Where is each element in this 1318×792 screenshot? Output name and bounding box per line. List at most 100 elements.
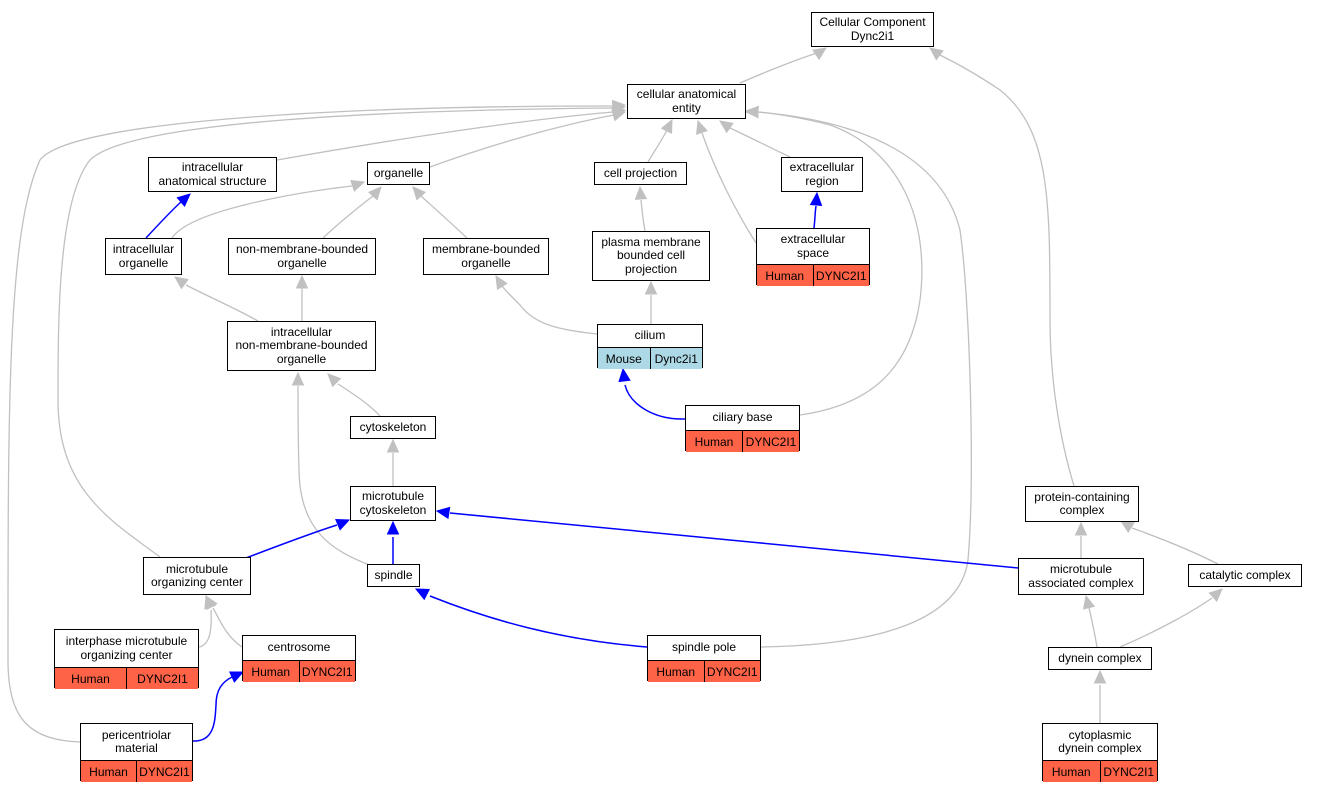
arrowhead-icon [809, 191, 823, 206]
node-spindle[interactable]: spindle [367, 564, 420, 587]
edge-mbo-to-organelle [412, 186, 468, 239]
node-imtoc[interactable]: interphase microtubule organizing center… [54, 629, 199, 689]
edge-icorg-to-organelle [171, 179, 366, 239]
node-icorg[interactable]: intracellular organelle [105, 238, 182, 275]
edge-cellproj-to-cae [647, 118, 673, 163]
node-dynein[interactable]: dynein complex [1048, 647, 1152, 670]
arrowhead-icon [660, 118, 673, 134]
node-pcc[interactable]: protein-containing complex [1025, 486, 1139, 522]
node-ecregion[interactable]: extracellular region [781, 157, 863, 192]
arrowhead-icon [414, 588, 430, 601]
node-label: microtubule organizing center [150, 561, 244, 589]
node-label: cytoskeleton [359, 419, 427, 434]
node-label: dynein complex [1058, 650, 1142, 665]
arrowhead-icon [744, 105, 759, 119]
arrowhead-icon [174, 276, 189, 290]
node-label: pericentriolar material [101, 727, 172, 755]
gene-cell: DYNC2I1 [298, 661, 356, 682]
arrowhead-icon [335, 519, 351, 531]
node-organelle[interactable]: organelle [367, 162, 430, 185]
node-label: spindle [374, 567, 413, 582]
arrowhead-icon [634, 185, 648, 200]
edge-organelle-to-cae [429, 109, 627, 168]
node-label: Cellular Component Dync2i1 [819, 15, 926, 43]
annotation-row: Human DYNC2I1 [648, 660, 760, 682]
node-label: intracellular anatomical structure [158, 160, 267, 188]
node-label: ciliary base [712, 410, 773, 425]
node-label: microtubule associated complex [1028, 562, 1134, 590]
edge-centrosome-to-mtoc [205, 594, 243, 648]
node-mac[interactable]: microtubule associated complex [1018, 558, 1144, 595]
arrowhead-icon [295, 274, 309, 289]
node-cae[interactable]: cellular anatomical entity [627, 84, 746, 119]
node-mbo[interactable]: membrane-bounded organelle [423, 238, 549, 275]
edge-mtcyto-to-cytoskeleton [386, 438, 400, 486]
node-label: cell projection [603, 165, 678, 180]
node-label: membrane-bounded organelle [431, 242, 541, 270]
species-cell: Human [71, 671, 110, 686]
gene-cell: DYNC2I1 [703, 661, 761, 682]
edge-icnmbo-to-icorg [174, 276, 259, 322]
node-label: spindle pole [671, 640, 737, 655]
edge-ecspace-to-ecregion [809, 191, 823, 229]
node-label: plasma membrane bounded cell projection [601, 234, 701, 276]
gene-cell: DYNC2I1 [812, 265, 870, 286]
edge-cilium-to-pmbcp [644, 280, 658, 324]
edge-ecregion-to-cae [719, 120, 791, 158]
edge-nmbo-to-organelle [322, 186, 382, 239]
node-mtcyto[interactable]: microtubule cytoskeleton [350, 486, 436, 521]
arrowhead-icon [386, 520, 400, 535]
annotation-row: Human DYNC2I1 [243, 660, 355, 682]
arrowhead-icon [1208, 588, 1223, 603]
edge-cae-to-cc [739, 47, 827, 84]
arrowhead-icon [644, 280, 658, 295]
node-pmbcp[interactable]: plasma membrane bounded cell projection [592, 231, 710, 281]
species-cell: Human [251, 664, 291, 679]
node-cellproj[interactable]: cell projection [594, 162, 687, 185]
arrowhead-icon [612, 99, 627, 113]
node-label: centrosome [267, 640, 331, 655]
species-cell: Human [694, 434, 734, 449]
species-cell: Mouse [605, 351, 642, 366]
arrowhead-icon [1093, 669, 1107, 684]
arrowhead-icon [435, 506, 451, 520]
node-cytoskeleton[interactable]: cytoskeleton [350, 416, 436, 439]
arrowhead-icon [1074, 521, 1088, 536]
node-label: organelle [373, 165, 424, 180]
edge-spindle-to-mtcyto [386, 520, 400, 564]
edge-pmbcp-to-cellproj [634, 185, 648, 232]
edge-ecspace-to-cae [695, 119, 757, 244]
species-cell: Human [656, 664, 696, 679]
node-mtoc[interactable]: microtubule organizing center [143, 557, 251, 595]
arrowhead-icon [176, 193, 191, 207]
arrowhead-icon [618, 367, 631, 383]
node-nmbo[interactable]: non-membrane-bounded organelle [228, 238, 376, 275]
edge-dynein-to-catalytic [1119, 588, 1223, 648]
edge-pcm-to-centrosome [192, 671, 245, 742]
node-label: intracellular non-membrane-bounded organ… [235, 324, 368, 366]
node-catalytic[interactable]: catalytic complex [1188, 564, 1302, 587]
edge-mac-to-pcc [1074, 521, 1088, 558]
edge-pcm-to-cae [7, 99, 627, 743]
gene-cell: DYNC2I1 [136, 761, 192, 782]
arrowhead-icon [412, 186, 426, 201]
node-icnmbo[interactable]: intracellular non-membrane-bounded organ… [227, 321, 376, 371]
node-ias[interactable]: intracellular anatomical structure [148, 157, 277, 192]
node-cc[interactable]: Cellular Component Dync2i1 [811, 12, 934, 47]
edge-mac-to-mtcyto [435, 506, 1019, 569]
gene-cell: DYNC2I1 [1099, 761, 1158, 782]
arrowhead-icon [291, 371, 305, 386]
edge-pcc-to-cc [929, 47, 1075, 487]
arrowhead-icon [350, 179, 366, 192]
